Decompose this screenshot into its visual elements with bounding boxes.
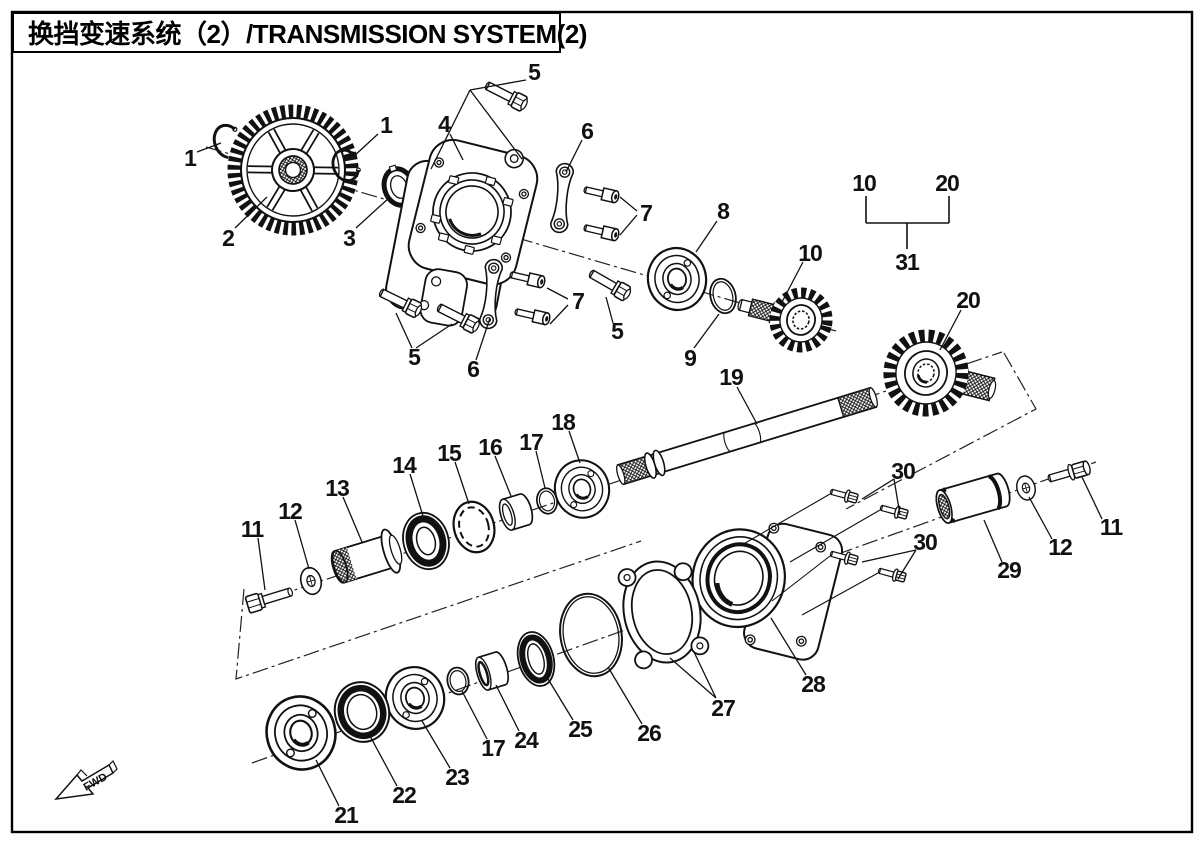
bevel-gear-20	[883, 329, 997, 417]
gasket-27	[617, 560, 710, 670]
splined-sleeve-13	[330, 528, 403, 584]
callout-26: 26	[637, 720, 661, 746]
title-box: 换挡变速系统（2）/TRANSMISSION SYSTEM(2)	[12, 12, 587, 53]
callout-1b: 1	[380, 112, 393, 138]
callout-17b: 17	[481, 735, 505, 761]
washer-12-left	[297, 564, 325, 598]
output-shaft-19	[616, 386, 878, 486]
washer-9	[709, 277, 737, 315]
bearing-23	[377, 658, 453, 738]
callout-31: 31	[895, 249, 920, 275]
bearing-18	[546, 452, 618, 526]
callout-12b: 12	[1048, 534, 1072, 560]
leader-lines	[196, 79, 1103, 807]
callout-30a: 30	[891, 458, 915, 484]
callout-11a: 11	[241, 516, 265, 542]
o-ring-26	[559, 592, 623, 678]
callout-25: 25	[568, 716, 593, 742]
fwd-direction-arrow: FWD	[54, 759, 118, 801]
callout-30b: 30	[913, 529, 937, 555]
callout-7b: 7	[572, 288, 584, 314]
bevel-pinion-10	[737, 287, 833, 353]
page-border	[10, 10, 1194, 834]
callout-24: 24	[514, 727, 539, 753]
callout-10a: 10	[798, 240, 822, 266]
flange-bolt-5-mid	[585, 265, 634, 304]
callout-3: 3	[343, 225, 355, 251]
callout-20a: 20	[956, 287, 980, 313]
callout-22: 22	[392, 782, 416, 808]
bushing-16	[498, 493, 534, 531]
callout-19: 19	[719, 364, 743, 390]
bolt-11-right	[1047, 460, 1091, 483]
socket-bolt-7-a2	[582, 220, 621, 243]
callout-2: 2	[222, 225, 234, 251]
callout-12a: 12	[278, 498, 302, 524]
callout-5a: 5	[528, 59, 541, 85]
callout-15: 15	[437, 440, 462, 466]
bolt-30-a2	[878, 500, 910, 522]
callouts: 1 2 1 3 4 5 6 7 8 10 10 20 31 20 9 5 6 7…	[184, 59, 1124, 828]
o-ring-17-lower	[444, 664, 472, 698]
socket-bolt-7-a1	[582, 182, 621, 205]
callout-17a: 17	[519, 429, 543, 455]
coupler-sleeve-29	[935, 472, 1011, 524]
callout-11b: 11	[1100, 514, 1124, 540]
oil-seal-25	[516, 631, 556, 687]
callout-7a: 7	[640, 200, 652, 226]
callout-9: 9	[684, 345, 696, 371]
bearing-8	[640, 240, 714, 318]
bearing-21	[258, 689, 343, 777]
callout-6b: 6	[467, 356, 479, 382]
callout-13: 13	[325, 475, 349, 501]
callout-1a: 1	[184, 145, 197, 171]
callout-6a: 6	[581, 118, 593, 144]
seal-ring-22	[333, 681, 391, 743]
retainer-ring-15	[452, 500, 496, 554]
bearing-cover-4	[385, 138, 539, 327]
callout-5c: 5	[611, 318, 624, 344]
socket-bolt-7-b2	[513, 304, 552, 327]
bolt-30-b2	[876, 563, 908, 585]
callout-14: 14	[392, 452, 417, 478]
callout-21: 21	[334, 802, 359, 828]
callout-20-bracket: 20	[935, 170, 959, 196]
callout-23: 23	[445, 764, 469, 790]
callout-18: 18	[551, 409, 576, 435]
oil-seal-14	[402, 511, 450, 571]
bushing-24	[474, 651, 510, 691]
page-title: 换挡变速系统（2）/TRANSMISSION SYSTEM(2)	[28, 19, 587, 49]
washer-12-right	[1013, 473, 1039, 503]
callout-16: 16	[478, 434, 502, 460]
callout-27: 27	[711, 695, 735, 721]
callout-10-bracket: 10	[852, 170, 876, 196]
callout-5b: 5	[408, 344, 421, 370]
housing-28	[691, 522, 844, 661]
callout-29: 29	[997, 557, 1021, 583]
callout-4: 4	[438, 111, 451, 137]
link-plate-6-upper	[549, 162, 575, 234]
bolt-11-left	[244, 587, 294, 614]
bolt-30-a1	[828, 484, 860, 506]
callout-28: 28	[801, 671, 826, 697]
callout-8: 8	[717, 198, 730, 224]
